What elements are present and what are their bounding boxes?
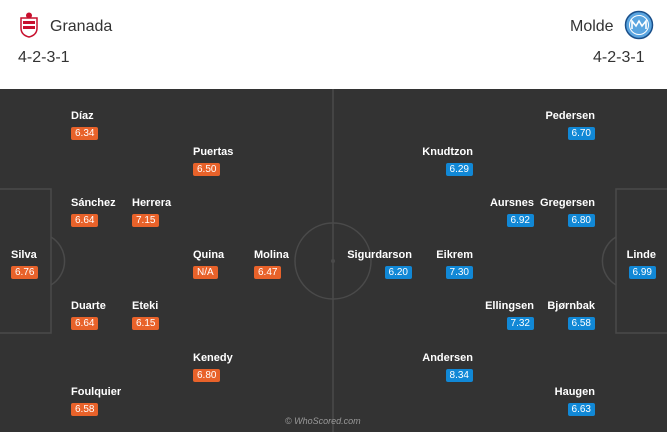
home-team-name[interactable]: Granada	[50, 18, 113, 35]
player-name: Quina	[193, 249, 225, 261]
player-name: Sánchez	[71, 197, 116, 209]
player-name: Haugen	[554, 386, 595, 398]
player-rating: 6.15	[132, 317, 160, 330]
away-formation: 4-2-3-1	[593, 49, 645, 66]
player-name: Eteki	[132, 300, 159, 312]
player-rating: 6.76	[11, 266, 39, 279]
player-name: Díaz	[71, 110, 94, 122]
player-rating: 8.34	[445, 369, 473, 382]
away-player-aursnes[interactable]: Aursnes 6.92	[464, 197, 534, 228]
player-name: Gregersen	[539, 197, 595, 209]
player-rating: 6.64	[71, 317, 99, 330]
player-name: Bjørnbak	[547, 300, 595, 312]
player-rating: 7.30	[445, 266, 473, 279]
player-name: Aursnes	[489, 197, 534, 209]
home-player-diaz[interactable]: Díaz 6.34	[71, 110, 141, 141]
player-rating: 7.15	[132, 214, 160, 227]
player-name: Linde	[626, 249, 656, 261]
player-rating: 6.58	[71, 403, 99, 416]
away-player-eikrem[interactable]: Eikrem 7.30	[403, 249, 473, 280]
player-name: Sigurdarson	[347, 249, 412, 261]
home-player-puertas[interactable]: Puertas 6.50	[193, 146, 263, 177]
player-rating: 7.32	[506, 317, 534, 330]
player-rating: 6.70	[567, 127, 595, 140]
player-rating: 6.80	[567, 214, 595, 227]
away-player-knudtzon[interactable]: Knudtzon 6.29	[403, 146, 473, 177]
molde-crest-icon	[624, 10, 654, 45]
player-rating: 6.34	[71, 127, 99, 140]
home-player-herrera[interactable]: Herrera 7.15	[132, 197, 202, 228]
match-header: Granada 4-2-3-1 Molde 4-2-3-1	[0, 0, 667, 89]
home-player-molina[interactable]: Molina 6.47	[254, 249, 324, 280]
player-rating: N/A	[193, 266, 218, 279]
player-name: Pedersen	[545, 110, 595, 122]
home-player-silva[interactable]: Silva 6.76	[11, 249, 81, 280]
away-player-pedersen[interactable]: Pedersen 6.70	[525, 110, 595, 141]
player-rating: 6.99	[628, 266, 656, 279]
away-player-andersen[interactable]: Andersen 8.34	[403, 352, 473, 383]
player-name: Knudtzon	[422, 146, 473, 158]
player-name: Herrera	[132, 197, 172, 209]
home-player-kenedy[interactable]: Kenedy 6.80	[193, 352, 263, 383]
player-name: Kenedy	[193, 352, 233, 364]
home-player-foulquier[interactable]: Foulquier 6.58	[71, 386, 141, 417]
away-player-ellingsen[interactable]: Ellingsen 7.32	[464, 300, 534, 331]
player-rating: 6.63	[567, 403, 595, 416]
pitch-markings	[0, 89, 667, 432]
away-player-bjornbak[interactable]: Bjørnbak 6.58	[525, 300, 595, 331]
away-player-gregersen[interactable]: Gregersen 6.80	[525, 197, 595, 228]
granada-crest-icon	[18, 12, 40, 43]
player-rating: 6.58	[567, 317, 595, 330]
home-player-duarte[interactable]: Duarte 6.64	[71, 300, 141, 331]
player-rating: 6.64	[71, 214, 99, 227]
home-player-quina[interactable]: Quina N/A	[193, 249, 263, 280]
away-player-haugen[interactable]: Haugen 6.63	[525, 386, 595, 417]
home-formation: 4-2-3-1	[18, 49, 70, 66]
player-name: Molina	[254, 249, 289, 261]
player-rating: 6.80	[193, 369, 221, 382]
away-team-name[interactable]: Molde	[570, 18, 614, 35]
home-player-eteki[interactable]: Eteki 6.15	[132, 300, 202, 331]
player-name: Andersen	[422, 352, 473, 364]
player-name: Silva	[11, 249, 37, 261]
player-name: Foulquier	[71, 386, 122, 398]
home-player-sanchez[interactable]: Sánchez 6.64	[71, 197, 141, 228]
player-name: Eikrem	[436, 249, 473, 261]
player-name: Duarte	[71, 300, 106, 312]
away-player-linde[interactable]: Linde 6.99	[586, 249, 656, 280]
player-name: Puertas	[193, 146, 234, 158]
player-name: Ellingsen	[485, 300, 534, 312]
pitch: Silva 6.76 Díaz 6.34 Sánchez 6.64 Duarte…	[0, 89, 667, 432]
player-rating: 6.47	[254, 266, 282, 279]
player-rating: 6.92	[506, 214, 534, 227]
player-rating: 6.29	[445, 163, 473, 176]
watermark: © WhoScored.com	[285, 416, 361, 426]
player-rating: 6.20	[384, 266, 412, 279]
away-player-sigurdarson[interactable]: Sigurdarson 6.20	[342, 249, 412, 280]
player-rating: 6.50	[193, 163, 221, 176]
